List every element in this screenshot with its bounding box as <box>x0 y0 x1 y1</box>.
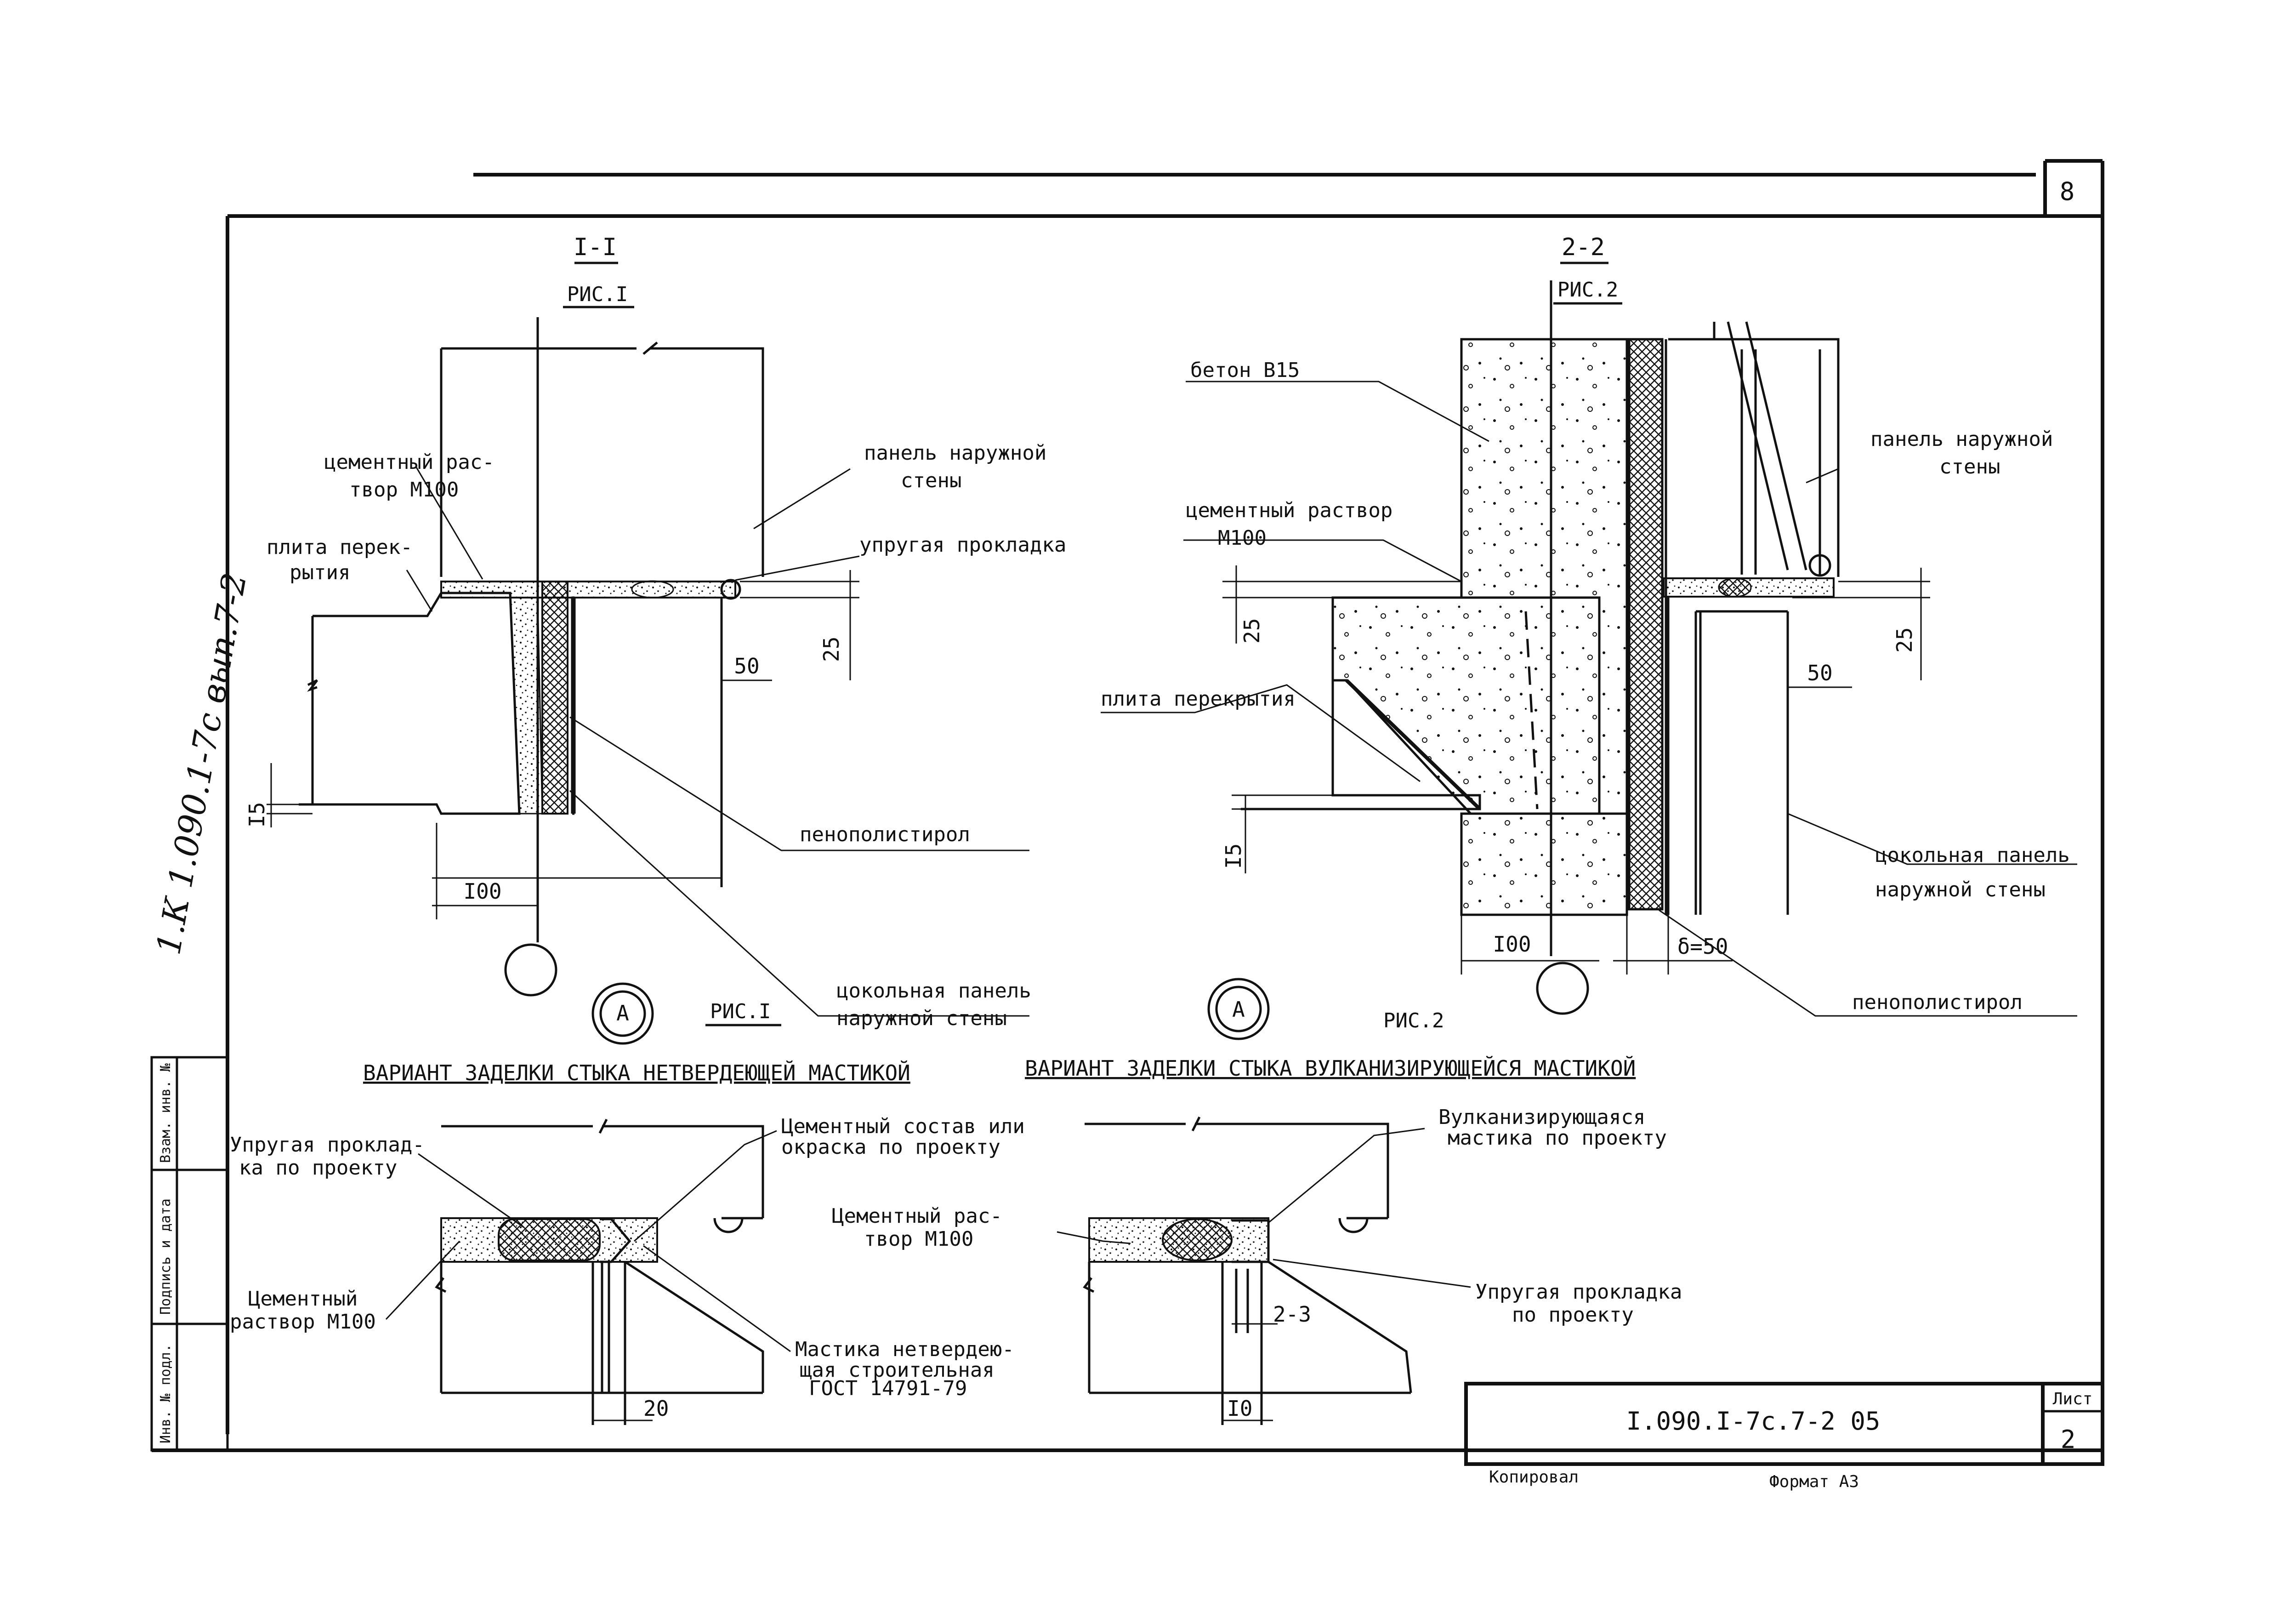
detail1-label-coat-1: Цементный состав или <box>781 1115 1025 1138</box>
fig1-label-plinth-1: цокольная панель <box>836 979 1031 1003</box>
fig2-label-mortar-2: М100 <box>1218 526 1267 550</box>
fig2-plinth-panel <box>1667 598 1789 915</box>
fig2-slab <box>1241 598 1481 810</box>
fig1-slab <box>299 592 521 815</box>
detail2-label-gasket-2: по проекту <box>1512 1303 1634 1327</box>
sheet-frame <box>152 159 2104 1464</box>
fig2-callout-fig: РИС.2 <box>1383 1009 1444 1032</box>
detail1-label-coat-2: окраска по проекту <box>781 1135 1000 1159</box>
detail2-mastic <box>1232 1219 1270 1263</box>
side-stamp-inv: Инв. № подл. <box>158 1344 174 1443</box>
detail1-label-mortar-1: Цементный <box>248 1287 358 1311</box>
detail2-gasket <box>1162 1218 1233 1261</box>
fig1-dim-50: 50 <box>734 654 759 678</box>
fig1-dim-25: 25 <box>819 637 844 662</box>
detail2-label-mastic-1: Вулканизирующаяся <box>1438 1106 1645 1129</box>
fig2-label-mortar-1: цементный раствор <box>1186 499 1392 522</box>
fig1-callout-letter: А <box>616 1001 629 1026</box>
fig1-label-plinth-2: наружной стены <box>836 1007 1007 1030</box>
fig1-label-foam: пенополистирол <box>800 823 970 846</box>
detail1-label-mortar-2: раствор М100 <box>230 1310 376 1334</box>
fig2-label-panel-2: стены <box>1939 455 2000 479</box>
detail1-gasket <box>498 1218 601 1261</box>
detail1-label-gasket-1: Упругая проклад- <box>230 1133 425 1157</box>
detail2-label-mastic-2: мастика по проекту <box>1448 1126 1667 1150</box>
detail2-title: ВАРИАНТ ЗАДЕЛКИ СТЫКА ВУЛКАНИЗИРУЮЩЕЙСЯ … <box>1025 1056 1636 1081</box>
fig1-mortar-joint <box>440 581 736 599</box>
fig1-label-panel-1: панель наружной <box>864 441 1046 465</box>
side-stamp-sign: Подпись и дата <box>158 1198 174 1315</box>
detail2-drawing <box>1057 1116 1471 1425</box>
fig2-section: 2-2 РИС.2 25 25 50 <box>1101 234 2077 1017</box>
detail1-label-mastic-3: ГОСТ 14791-79 <box>809 1377 967 1400</box>
fig2-axis-marker <box>1536 962 1589 1015</box>
fig2-gasket <box>1718 577 1752 598</box>
fig2-dim-25b: 25 <box>1892 627 1917 653</box>
fig2-label-plinth-2: наружной стены <box>1875 878 2046 901</box>
fig1-fig-label: РИС.I <box>567 283 628 306</box>
fig1-label-gasket: упругая прокладка <box>859 533 1066 557</box>
detail2-dim-10: I0 <box>1227 1396 1252 1421</box>
fig1-label-slab-1: плита перек- <box>267 536 413 559</box>
document-code: I.090.I-7c.7-2 05 <box>1626 1407 1881 1436</box>
side-stamp-replace: Взам. инв. № <box>158 1063 174 1163</box>
fig2-outer-panel <box>1668 321 1840 577</box>
fig2-dim-15: I5 <box>1221 844 1246 869</box>
fig1-dim-100: I00 <box>463 879 501 904</box>
fig2-label-slab: плита перекрытия <box>1101 687 1296 711</box>
fig2-label-panel-1: панель наружной <box>1870 428 2053 451</box>
side-stamp: Инв. № подл. Подпись и дата Взам. инв. № <box>150 1056 229 1452</box>
handwritten-note: 1.К 1.090.1-7с вып.7-2 <box>149 570 254 958</box>
fig2-callout-letter: А <box>1232 997 1245 1022</box>
title-block <box>1464 1382 2104 1466</box>
detail1-mastic <box>600 1218 631 1263</box>
detail1-dim-20: 20 <box>643 1396 669 1421</box>
detail1-drawing <box>385 1118 791 1425</box>
sheet-label: Лист <box>2053 1390 2093 1408</box>
fig1-label-mortar-2: твор М100 <box>349 478 459 502</box>
detail1-label-mastic-1: Мастика нетвердею- <box>795 1338 1014 1361</box>
fig2-foam <box>1628 338 1664 911</box>
copied-label: Копировал <box>1489 1468 1579 1487</box>
fig1-outer-panel <box>440 342 764 577</box>
detail2-label-gasket-1: Упругая прокладка <box>1475 1280 1682 1304</box>
fig1-section-title: I-I <box>574 234 617 261</box>
fig1-callout-fig: РИС.I <box>710 1000 771 1023</box>
fig1-callout-circle <box>591 982 654 1045</box>
fig1-axis-marker <box>504 943 557 997</box>
detail2-dim-23: 2-3 <box>1273 1302 1311 1327</box>
detail1-title: ВАРИАНТ ЗАДЕЛКИ СТЫКА НЕТВЕРДЕЮЩЕЙ МАСТИ… <box>363 1060 910 1085</box>
fig2-label-concrete: бетон В15 <box>1190 359 1300 382</box>
fig2-dim-100: I00 <box>1493 932 1531 957</box>
detail1-label-mastic-2: щая строительная <box>800 1358 995 1382</box>
fig1-label-slab-2: рытия <box>290 561 350 584</box>
fig2-callout-circle <box>1207 978 1270 1040</box>
fig2-dim-50: 50 <box>1807 661 1832 685</box>
fig2-section-title: 2-2 <box>1562 234 1605 261</box>
fig1-dim-15: I5 <box>244 802 269 827</box>
fig2-dim-25a: 25 <box>1239 618 1264 644</box>
fig2-label-foam: пенополистирол <box>1852 991 2023 1014</box>
fig1-foam <box>541 581 568 815</box>
detail2-label-mortar-2: твор М100 <box>864 1227 973 1251</box>
page-corner-number: 8 <box>2060 177 2075 206</box>
fig2-fig-label: РИС.2 <box>1557 278 1618 302</box>
fig1-section: I-I РИС.I 50 25 I5 <box>244 234 1029 1017</box>
fig2-label-plinth-1: цокольная панель <box>1875 844 2070 867</box>
fig1-label-mortar-1: цементный рас- <box>324 450 494 474</box>
detail2-label-mortar-1: Цементный рас- <box>832 1204 1002 1228</box>
fig1-label-panel-2: стены <box>901 469 961 492</box>
sheet-number: 2 <box>2061 1425 2076 1454</box>
fig1-gasket <box>720 579 741 600</box>
format-label: Формат А3 <box>1769 1472 1859 1491</box>
fig2-dim-delta: δ=50 <box>1677 934 1728 959</box>
detail1-label-gasket-2: ка по проекту <box>239 1156 397 1180</box>
